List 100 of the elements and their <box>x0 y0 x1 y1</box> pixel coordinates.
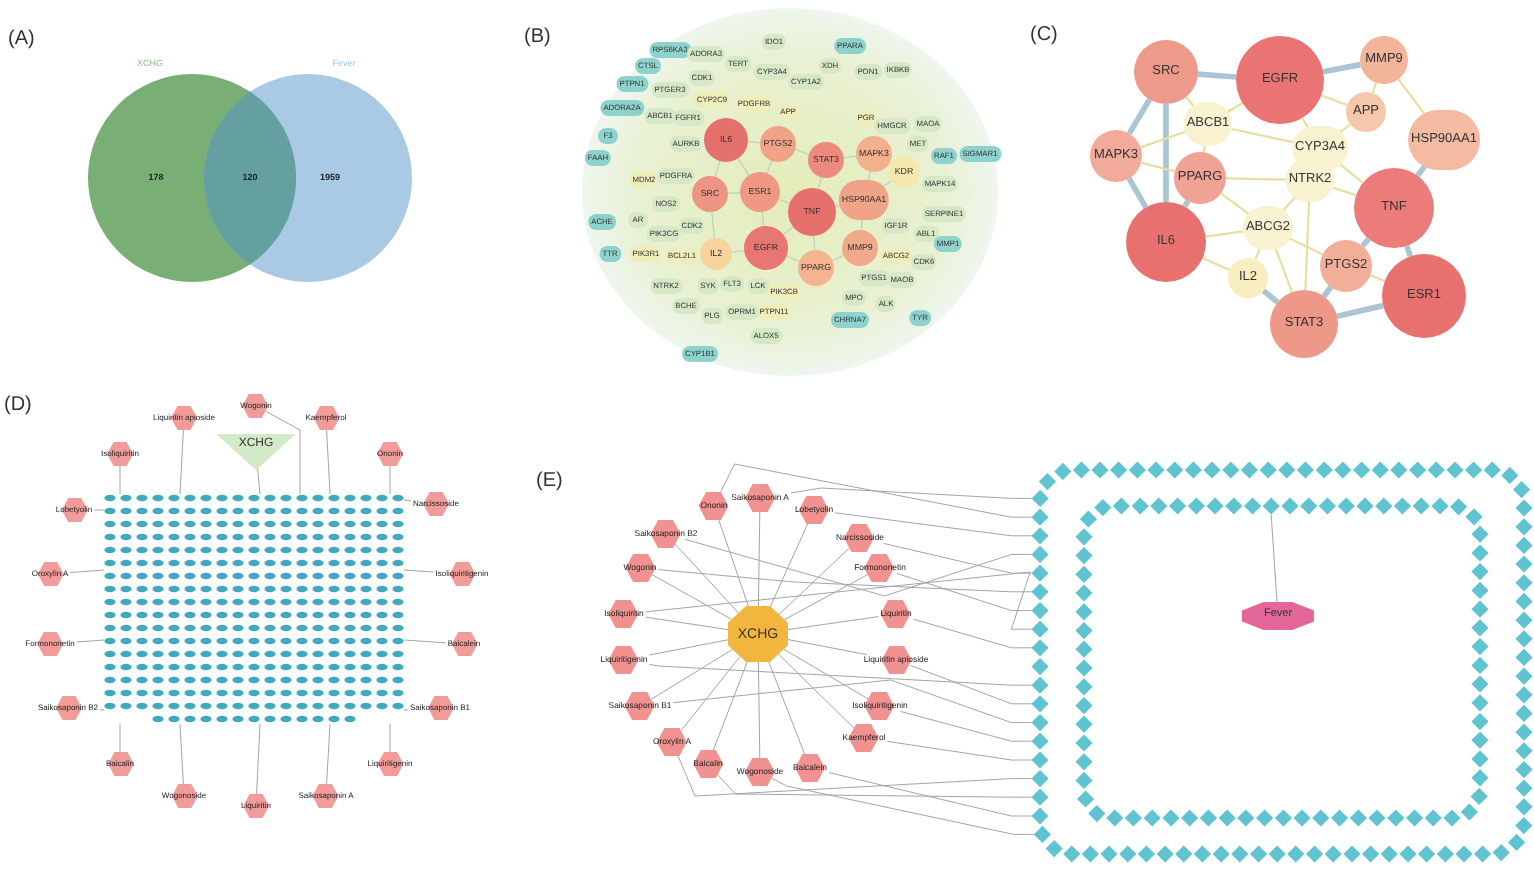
connector-line <box>99 709 105 711</box>
connector-line <box>256 723 261 795</box>
connector-line <box>886 740 1032 761</box>
connector-line <box>645 571 1032 630</box>
connector-line <box>674 543 740 614</box>
connector-line <box>1227 102 1244 113</box>
connector-line <box>761 211 765 227</box>
connector-line <box>716 773 1032 798</box>
connector-line <box>787 639 868 656</box>
connector-line <box>657 569 1032 593</box>
connector-line <box>714 160 721 178</box>
connector-line <box>790 487 1033 499</box>
panel-label: (D) <box>4 396 32 416</box>
connector-line <box>913 618 1032 649</box>
connector-line <box>757 661 761 759</box>
connector-line <box>1261 288 1280 305</box>
connector-line <box>1197 71 1237 80</box>
connector-line <box>769 523 809 607</box>
connector-line <box>712 661 748 751</box>
connector-line <box>787 616 879 631</box>
connector-line <box>768 661 806 755</box>
connector-line <box>883 542 1032 574</box>
connector-line <box>860 219 864 231</box>
connector-line <box>326 723 331 785</box>
connector-line <box>179 723 184 785</box>
connector-line <box>403 499 412 502</box>
connector-line <box>828 772 1032 817</box>
connector-line <box>720 463 1032 518</box>
connector-line <box>1322 61 1361 75</box>
connector-line <box>645 616 729 631</box>
panel-label: (E) <box>536 472 563 492</box>
connector-line <box>896 572 1032 612</box>
connector-line <box>778 546 851 615</box>
connector-line <box>403 639 447 644</box>
connector-line <box>834 512 1032 537</box>
connector-line <box>672 679 1032 724</box>
connector-line <box>650 648 734 700</box>
connector-line <box>93 509 105 511</box>
connector-line <box>1205 230 1244 238</box>
connector-line <box>1202 257 1231 271</box>
connector-line <box>1397 78 1426 116</box>
connector-line <box>777 653 855 729</box>
connector-line <box>747 140 761 144</box>
connector-line <box>1404 244 1414 258</box>
connector-line <box>403 569 435 573</box>
connector-line <box>684 538 1032 597</box>
connector-line <box>757 511 761 607</box>
connector-line <box>257 468 261 495</box>
connector-line <box>649 663 1032 686</box>
connector-line <box>1270 514 1278 603</box>
connector-line <box>777 198 791 205</box>
connector-line <box>1231 127 1294 144</box>
connector-line <box>677 755 1032 797</box>
connector-line <box>69 569 105 574</box>
connector-line <box>1274 248 1294 293</box>
connector-line <box>179 429 184 495</box>
connector-line <box>1225 177 1286 181</box>
connector-line <box>831 254 845 262</box>
connector-line <box>1289 237 1324 256</box>
connector-line <box>403 709 409 711</box>
panel-label: (C) <box>1030 26 1058 46</box>
connector-line <box>76 639 105 643</box>
connector-line <box>784 573 869 621</box>
connector-line <box>265 410 301 495</box>
connector-line <box>389 465 391 495</box>
connector-line <box>737 157 750 176</box>
connector-line <box>680 655 741 732</box>
connector-line <box>119 465 121 495</box>
panel-label: (A) <box>8 30 35 50</box>
connector-line <box>794 148 810 156</box>
connector-line <box>649 639 729 656</box>
connector-line <box>718 519 749 607</box>
connector-line <box>1304 201 1311 291</box>
connector-line <box>651 573 733 620</box>
connector-line <box>771 777 1035 835</box>
connector-line <box>1371 82 1378 94</box>
connector-line <box>813 235 816 251</box>
connector-line <box>119 723 121 753</box>
connector-line <box>326 429 331 495</box>
connector-line <box>1320 94 1348 107</box>
connector-line <box>1336 302 1384 319</box>
connector-line <box>1321 285 1334 299</box>
connector-line <box>1126 176 1149 209</box>
connector-line <box>1369 274 1386 283</box>
connector-line <box>731 249 745 253</box>
panel-label: (B) <box>524 28 551 48</box>
connector-line <box>1140 161 1176 173</box>
connector-line <box>711 211 716 239</box>
connector-line <box>1332 186 1357 197</box>
connector-line <box>727 192 741 194</box>
connector-line <box>899 710 1032 742</box>
connector-line <box>1338 162 1364 184</box>
connector-line <box>766 160 773 175</box>
connector-line <box>389 723 391 753</box>
connector-line <box>782 226 794 236</box>
connector-line <box>1282 196 1296 212</box>
connector-line <box>1140 130 1186 149</box>
connector-line <box>783 648 870 700</box>
connector-line <box>1220 192 1250 215</box>
connector-line <box>1126 97 1153 136</box>
